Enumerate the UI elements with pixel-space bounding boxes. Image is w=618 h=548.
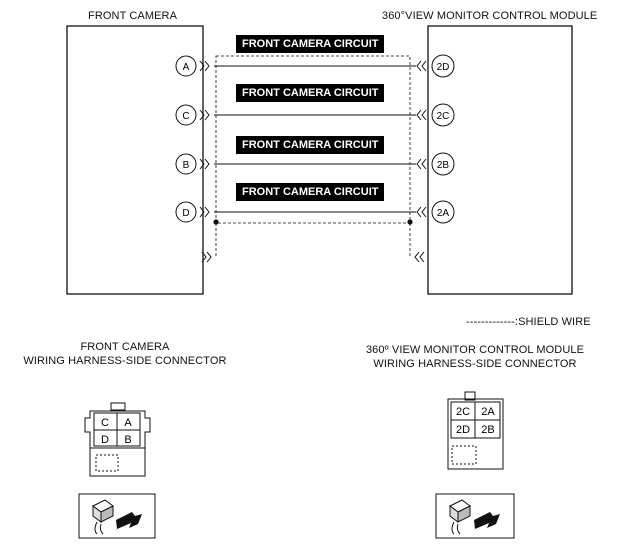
front-connector-face bbox=[84, 402, 151, 477]
front-cell-a: A bbox=[124, 417, 132, 429]
right-pin-circles bbox=[431, 54, 455, 224]
pin-a: A bbox=[183, 62, 190, 73]
circuit-label-1: FRONT CAMERA CIRCUIT bbox=[236, 35, 385, 53]
shield-junction-left bbox=[213, 219, 219, 225]
front-camera-box bbox=[66, 25, 204, 295]
front-cell-d: D bbox=[101, 434, 109, 446]
front-connector-caption-1: FRONT CAMERA bbox=[80, 341, 170, 353]
pin-2a: 2A bbox=[437, 208, 450, 219]
module-cell-2b: 2B bbox=[481, 424, 494, 436]
module-cell-2a: 2A bbox=[481, 406, 495, 418]
harness-view-icon-right bbox=[435, 493, 515, 539]
module-connector-caption-2: WIRING HARNESS-SIDE CONNECTOR bbox=[373, 358, 577, 370]
front-connector-caption-2: WIRING HARNESS-SIDE CONNECTOR bbox=[23, 355, 227, 367]
front-cell-b: B bbox=[124, 434, 131, 446]
pin-c: C bbox=[182, 111, 189, 122]
control-module-box bbox=[427, 25, 573, 295]
pin-b: B bbox=[183, 160, 190, 171]
pin-2c: 2C bbox=[437, 111, 450, 122]
module-connector-caption-1: 360º VIEW MONITOR CONTROL MODULE bbox=[365, 344, 585, 356]
shield-junction-right bbox=[407, 219, 413, 225]
harness-view-icon-left bbox=[78, 493, 156, 539]
module-cell-2c: 2C bbox=[456, 406, 470, 418]
module-cell-2d: 2D bbox=[456, 424, 470, 436]
front-cell-c: C bbox=[101, 417, 109, 429]
circuit-label-4: FRONT CAMERA CIRCUIT bbox=[236, 183, 385, 201]
control-module-title: 360°VIEW MONITOR CONTROL MODULE bbox=[382, 10, 598, 22]
pin-2d: 2D bbox=[437, 62, 450, 73]
module-connector-face bbox=[447, 391, 504, 470]
pin-d: D bbox=[182, 208, 189, 219]
pin-2b: 2B bbox=[437, 160, 450, 171]
circuit-label-2: FRONT CAMERA CIRCUIT bbox=[236, 84, 385, 102]
left-pin-circles bbox=[175, 55, 197, 223]
right-terminal-marks bbox=[414, 60, 427, 263]
circuit-label-3: FRONT CAMERA CIRCUIT bbox=[236, 136, 385, 154]
front-camera-title: FRONT CAMERA bbox=[88, 10, 178, 22]
circuit-wires bbox=[214, 65, 416, 213]
shield-wire-legend: -------------:SHIELD WIRE bbox=[466, 316, 591, 328]
left-terminal-marks bbox=[199, 60, 212, 263]
